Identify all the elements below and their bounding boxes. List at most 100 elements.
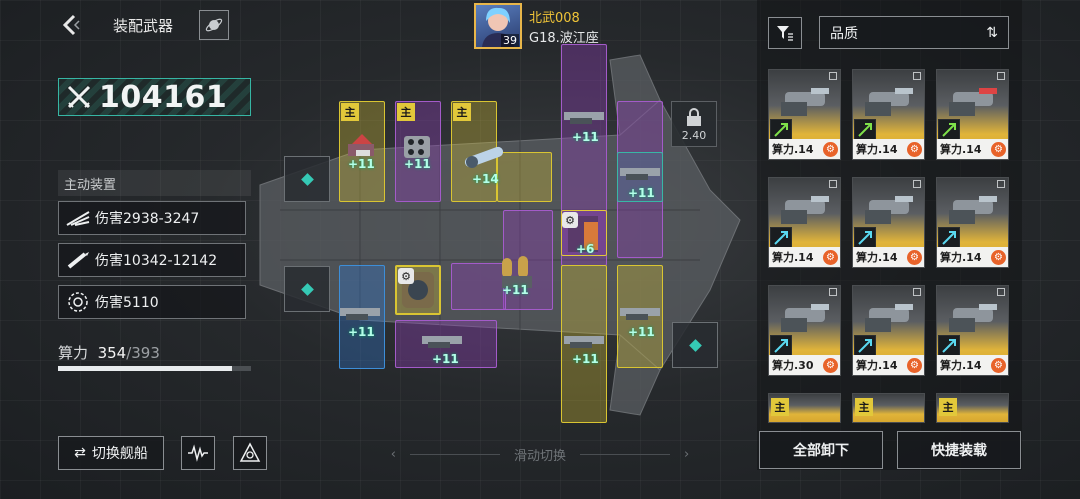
damage-stat-3-text: 伤害5110 (95, 295, 159, 311)
switch-ship-button[interactable]: ⇄ 切换舰船 (58, 436, 164, 470)
fighter-weapon-icon (949, 304, 997, 332)
gear-badge-icon: ⚙ (991, 141, 1006, 157)
card-select-box (913, 288, 921, 296)
gear-badge-icon: ⚙ (907, 357, 922, 373)
card-power-label: 算力.14 (940, 251, 982, 264)
card-select-box (997, 180, 1005, 188)
card-power-label: 算力.14 (940, 359, 982, 372)
green-arrow-icon (770, 119, 792, 141)
swipe-hint[interactable]: ‹ 滑动切换 › (360, 445, 720, 464)
wave-signal-button[interactable] (181, 436, 215, 470)
capacity-bar (58, 366, 251, 371)
inventory-card[interactable]: 算力.14⚙ (936, 285, 1009, 376)
unload-all-button[interactable]: 全部卸下 (759, 431, 883, 469)
slot-level-10: +11 (628, 325, 655, 339)
inventory-card[interactable]: 算力.14⚙ (936, 177, 1009, 268)
plasma-weapon-icon (865, 196, 913, 224)
slot-level-8: +11 (432, 352, 459, 366)
card-power-label: 算力.14 (772, 143, 814, 156)
lock-icon (687, 107, 701, 126)
inventory-card[interactable]: 算力.14 ⚙ (768, 69, 841, 160)
sort-toggle-icon: ⇅ (986, 24, 998, 41)
gear-badge-icon: ⚙ (823, 249, 838, 265)
wave-signal-icon (188, 444, 208, 462)
capacity-total: /393 (126, 344, 160, 362)
slot-level-2: +11 (404, 157, 431, 171)
slot-level-1: +11 (348, 157, 375, 171)
quick-equip-button[interactable]: 快捷装载 (897, 431, 1021, 469)
inventory-card[interactable]: 算力.30 ⚙ (768, 285, 841, 376)
capacity-label: 算力 354/393 (58, 342, 160, 363)
green-arrow-icon (854, 119, 876, 141)
inventory-card[interactable]: 算力.14⚙ (852, 69, 925, 160)
filter-icon (777, 26, 793, 41)
inventory-card[interactable]: 算力.14⚙ (936, 69, 1009, 160)
inventory-card-partial-3[interactable]: 主 (936, 393, 1009, 423)
inventory-card-partial-2[interactable]: 主 (852, 393, 925, 423)
card-main-tag: 主 (855, 398, 873, 416)
swipe-line-left (409, 454, 500, 455)
capacity-bar-fill (58, 366, 232, 371)
slot-center[interactable] (503, 210, 553, 310)
damage-stat-1-text: 伤害2938-3247 (95, 211, 200, 227)
cyan-bolt-icon (854, 227, 876, 249)
railgun-weapon-icon (949, 196, 997, 224)
commander-level: 39 (501, 34, 519, 47)
locked-slot[interactable]: 2.40 (671, 101, 717, 147)
cyan-bolt-icon (854, 335, 876, 357)
card-select-box (829, 288, 837, 296)
gear-badge-icon: ⚙ (823, 141, 838, 157)
slot-center-left[interactable] (451, 263, 506, 310)
card-footer: 算力.14⚙ (853, 355, 924, 375)
card-footer: 算力.14⚙ (937, 139, 1008, 159)
main-tag-3: 主 (453, 103, 471, 121)
unload-all-label: 全部卸下 (793, 443, 849, 459)
railgun-weapon-icon-3 (340, 308, 380, 320)
slot-main-3-ext[interactable] (497, 152, 552, 202)
twin-missile-weapon-icon (348, 134, 374, 156)
railgun-weapon-icon-6 (620, 308, 660, 320)
cannon-weapon-icon (464, 146, 504, 168)
inventory-card[interactable]: 算力.14⚙ (768, 177, 841, 268)
card-power-label: 算力.30 (772, 359, 814, 372)
swipe-left-icon: ‹ (390, 447, 396, 462)
quality-label: 品质 (830, 25, 858, 42)
capacity-label-text: 算力 (58, 344, 89, 362)
card-select-box (913, 180, 921, 188)
wing-weapon-icon (66, 211, 90, 226)
switch-ship-label: 切换舰船 (91, 446, 148, 462)
empty-slot-left-lower[interactable] (284, 266, 330, 312)
blaster-weapon-icon (781, 304, 829, 332)
card-footer: 算力.14⚙ (937, 355, 1008, 375)
filter-button[interactable] (768, 17, 802, 49)
missile-icon (67, 252, 89, 269)
back-icon[interactable] (58, 12, 84, 38)
slot-level-9: +11 (572, 352, 599, 366)
active-devices-title: 主动装置 (58, 170, 251, 196)
slot-diamond-icon (300, 282, 314, 296)
swipe-line-right (580, 454, 670, 455)
triangle-target-icon (239, 442, 261, 462)
card-footer: 算力.14 ⚙ (769, 139, 840, 159)
empty-slot-left-upper[interactable] (284, 156, 330, 202)
inventory-card[interactable]: 算力.14⚙ (852, 285, 925, 376)
green-arrow-icon (938, 119, 960, 141)
triangle-tactic-button[interactable] (233, 436, 267, 470)
empty-slot-right[interactable] (672, 322, 718, 368)
card-select-box (997, 288, 1005, 296)
inventory-card-partial-1[interactable]: 主 (768, 393, 841, 423)
swipe-hint-text: 滑动切换 (513, 449, 566, 464)
card-footer: 算力.14⚙ (769, 247, 840, 267)
slot-level-5: +11 (628, 186, 655, 200)
commander-avatar[interactable]: 39 (474, 3, 522, 49)
plasma-weapon-icon (781, 196, 829, 224)
crossed-swords-icon (67, 85, 91, 109)
quality-sort-button[interactable]: 品质 ⇅ (819, 16, 1009, 49)
card-select-box (997, 72, 1005, 80)
gear-badge-icon: ⚙ (823, 357, 838, 373)
planet-icon[interactable] (199, 10, 229, 40)
inventory-card[interactable]: 算力.14⚙ (852, 177, 925, 268)
card-footer: 算力.14⚙ (853, 247, 924, 267)
card-main-tag: 主 (771, 398, 789, 416)
damage-stat-2-text: 伤害10342-12142 (95, 253, 218, 269)
